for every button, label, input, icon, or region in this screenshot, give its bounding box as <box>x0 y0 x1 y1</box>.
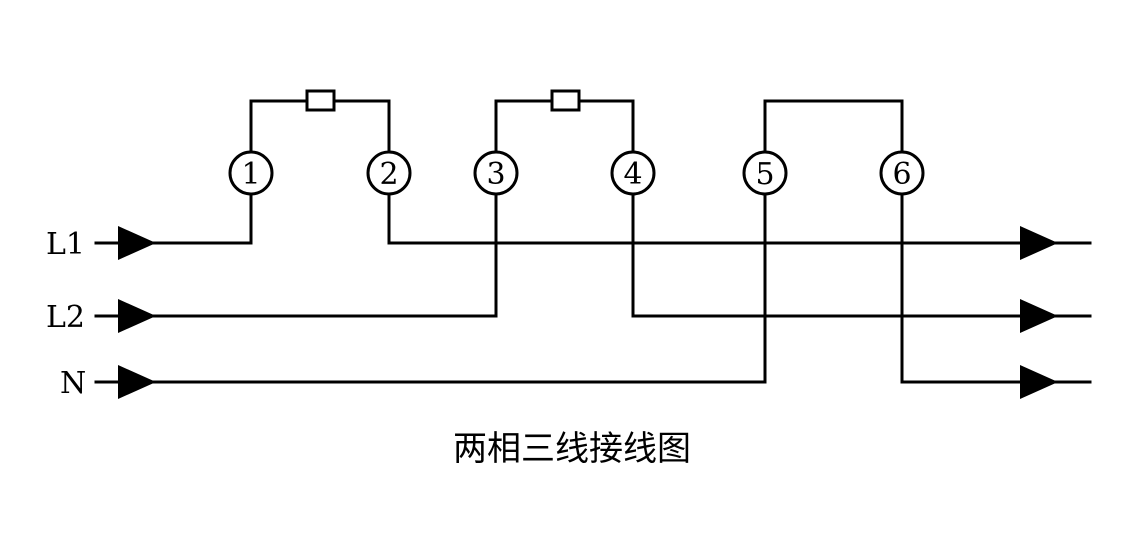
label-l2: L2 <box>46 300 85 335</box>
l1-in-arrow <box>118 226 156 260</box>
bridge-3-4 <box>494 99 635 175</box>
label-n: N <box>60 366 86 401</box>
n-out-wire <box>900 171 1092 384</box>
terminal-6-label: 6 <box>892 157 911 192</box>
n-in-wire <box>94 171 767 384</box>
terminal-4: 4 <box>610 150 656 196</box>
l2-out-arrow <box>1020 299 1058 333</box>
fuse-2 <box>550 89 581 112</box>
l1-out-arrow <box>1020 226 1058 260</box>
terminal-3: 3 <box>473 150 519 196</box>
l2-in-arrow <box>118 299 156 333</box>
terminal-1-label: 1 <box>241 157 260 192</box>
terminal-2: 2 <box>366 150 412 196</box>
bridge-5-6 <box>763 99 904 175</box>
diagram-caption: 两相三线接线图 <box>453 429 691 469</box>
terminal-4-label: 4 <box>623 157 642 192</box>
l2-in-wire <box>94 171 498 318</box>
terminal-5: 5 <box>742 150 788 196</box>
n-out-arrow <box>1020 365 1058 399</box>
terminal-2-label: 2 <box>379 157 398 192</box>
terminal-5-label: 5 <box>755 157 774 192</box>
label-l1: L1 <box>46 227 85 262</box>
l2-out-wire <box>631 171 1092 318</box>
n-in-arrow <box>118 365 156 399</box>
l1-out-wire <box>387 171 1092 245</box>
terminal-6: 6 <box>879 150 925 196</box>
terminal-1: 1 <box>228 150 274 196</box>
bridge-1-2 <box>249 99 391 175</box>
terminal-3-label: 3 <box>486 157 505 192</box>
fuse-1 <box>305 89 336 112</box>
